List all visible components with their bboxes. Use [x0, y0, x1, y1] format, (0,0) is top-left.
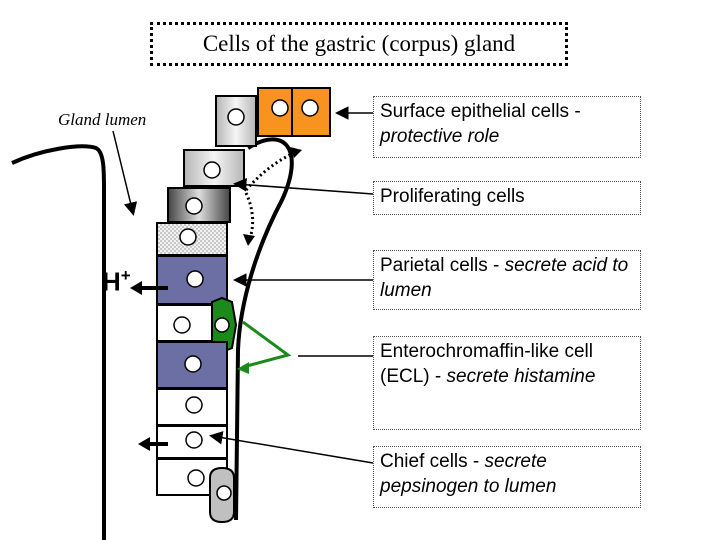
label-parietal-role: secrete acid to lumen: [380, 255, 629, 301]
gland-wall: [11, 144, 106, 540]
pointer-proliferating: [233, 178, 374, 195]
pepsinogen-secretion-arrowhead: [138, 437, 150, 451]
hydrogen-symbol: H: [102, 266, 121, 297]
cell-nucleus: [173, 316, 191, 334]
hydrogen-ion-label: H+: [102, 266, 131, 298]
proliferating-cell: [156, 222, 228, 256]
label-chief-text: Chief cells -: [380, 451, 485, 472]
label-ecl: Enterochromaffin-like cell (ECL) - secre…: [373, 336, 641, 430]
acid-secretion-arrowhead: [130, 281, 142, 295]
cell-nucleus: [227, 108, 245, 126]
cell-nucleus: [214, 317, 230, 333]
label-parietal: Parietal cells - secrete acid to lumen: [373, 250, 641, 310]
cell-nucleus: [185, 197, 203, 215]
diagram-title: Cells of the gastric (corpus) gland: [150, 22, 568, 66]
cell-nucleus: [203, 161, 221, 179]
gland-lumen-label: Gland lumen: [58, 110, 147, 129]
label-surface-epithelial: Surface epithelial cells - protective ro…: [373, 96, 641, 158]
cell-nucleus: [179, 228, 197, 246]
label-surface-text: Surface epithelial cells -: [380, 101, 581, 122]
cell-nucleus: [187, 469, 205, 487]
gland-lumen-pointer: [112, 130, 138, 216]
label-parietal-text: Parietal cells -: [380, 255, 505, 276]
cell-nucleus: [185, 431, 203, 449]
cell-nucleus: [186, 270, 204, 288]
hydrogen-charge: +: [120, 266, 131, 285]
cell-migration-arrow: [244, 192, 255, 239]
label-chief-role: secrete pepsinogen to lumen: [380, 451, 557, 497]
cell-nucleus: [301, 99, 319, 117]
cell-migration-arrowhead: [290, 147, 302, 158]
label-ecl-text: Enterochromaffin-like cell (ECL) -: [380, 341, 593, 387]
cell-nucleus: [216, 485, 232, 501]
histamine-signal-arrow: [242, 320, 292, 369]
label-surface-role: protective role: [380, 125, 500, 147]
pointer-chief: [209, 431, 374, 464]
label-proliferating: Proliferating cells: [373, 181, 641, 215]
cell-nucleus: [271, 99, 289, 117]
label-ecl-role: secrete histamine: [446, 365, 596, 387]
gland-wall-right: [234, 137, 294, 521]
label-chief: Chief cells - secrete pepsinogen to lume…: [373, 446, 641, 508]
cell-nucleus: [185, 396, 203, 414]
cell-nucleus: [184, 355, 202, 373]
cell-migration-arrowhead: [243, 234, 255, 246]
label-proliferating-text: Proliferating cells: [380, 186, 525, 207]
histamine-signal-arrowhead: [237, 362, 249, 374]
